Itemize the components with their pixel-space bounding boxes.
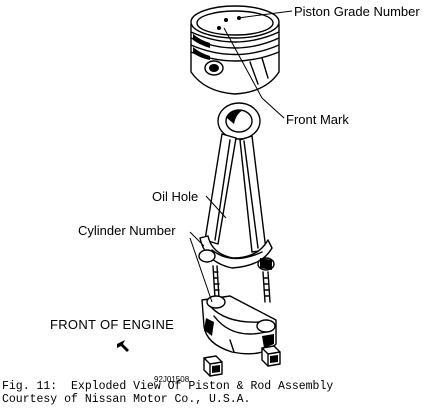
label-front-mark: Front Mark: [286, 112, 349, 127]
arrow-icon: [117, 340, 129, 352]
figure-code: 92J01508: [154, 375, 190, 384]
caption-line-2: Courtesy of Nissan Motor Co., U.S.A.: [2, 393, 251, 406]
connecting-rod: [198, 102, 275, 303]
rod-nuts: [203, 345, 281, 377]
label-front-of-engine: FRONT OF ENGINE: [50, 317, 174, 332]
rod-cap: [201, 295, 277, 355]
piston: [190, 5, 280, 95]
leader-lines: [189, 10, 293, 303]
label-piston-grade-number: Piston Grade Number: [294, 4, 420, 19]
label-oil-hole: Oil Hole: [152, 189, 198, 204]
figure-caption: Fig. 11: Exploded View Of Piston & Rod A…: [2, 380, 333, 406]
caption-line-1: Fig. 11: Exploded View Of Piston & Rod A…: [2, 380, 334, 393]
label-cylinder-number: Cylinder Number: [78, 223, 176, 238]
